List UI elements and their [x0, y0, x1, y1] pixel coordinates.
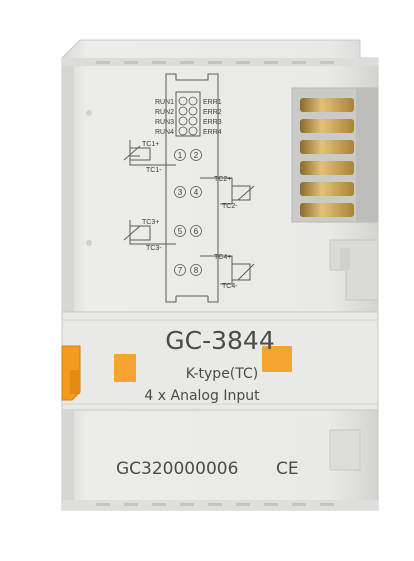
run-labels: RUN1 RUN2 RUN3 RUN4: [155, 99, 174, 136]
run-label: RUN1: [155, 99, 174, 106]
led-indicators: [178, 96, 198, 136]
terminal-number: 1: [178, 151, 183, 160]
channel-labels: TC1+ TC1- TC2+ TC2- TC3+ TC3- TC4+ TC4-: [142, 141, 238, 290]
tc3-minus-label: TC3-: [146, 245, 162, 252]
run-label: RUN2: [155, 109, 174, 116]
part-number: GC320000006: [116, 459, 238, 479]
terminal-number: 8: [194, 266, 199, 275]
model-number: GC-3844: [165, 326, 274, 355]
tc3-plus-label: TC3+: [142, 219, 159, 226]
sensor-type-label: K-type(TC): [186, 366, 258, 382]
err-label: ERR4: [203, 129, 222, 136]
err-labels: ERR1 ERR2 ERR3 ERR4: [203, 99, 222, 136]
tc4-plus-label: TC4+: [214, 254, 231, 261]
run-label: RUN4: [155, 129, 174, 136]
function-label: 4 x Analog Input: [144, 388, 260, 404]
err-label: ERR3: [203, 119, 222, 126]
tc4-minus-label: TC4-: [222, 283, 238, 290]
tc1-minus-label: TC1-: [146, 167, 162, 174]
terminal-number: 6: [194, 227, 199, 236]
tc1-plus-label: TC1+: [142, 141, 159, 148]
ce-mark: CE: [276, 459, 299, 479]
terminal-number: 7: [178, 266, 183, 275]
terminal-number: 3: [178, 188, 183, 197]
lower-housing: [61, 409, 379, 511]
err-label: ERR2: [203, 109, 222, 116]
terminals: 1 2 3 4 5 6 7 8: [174, 149, 202, 276]
tc2-plus-label: TC2+: [214, 176, 231, 183]
terminal-number: 5: [178, 227, 183, 236]
contact-springs: [300, 98, 354, 217]
terminal-number: 4: [194, 188, 199, 197]
terminal-number: 2: [194, 151, 199, 160]
err-label: ERR1: [203, 99, 222, 106]
tc2-minus-label: TC2-: [222, 203, 238, 210]
wiring-diagram: [123, 73, 255, 303]
run-label: RUN3: [155, 119, 174, 126]
